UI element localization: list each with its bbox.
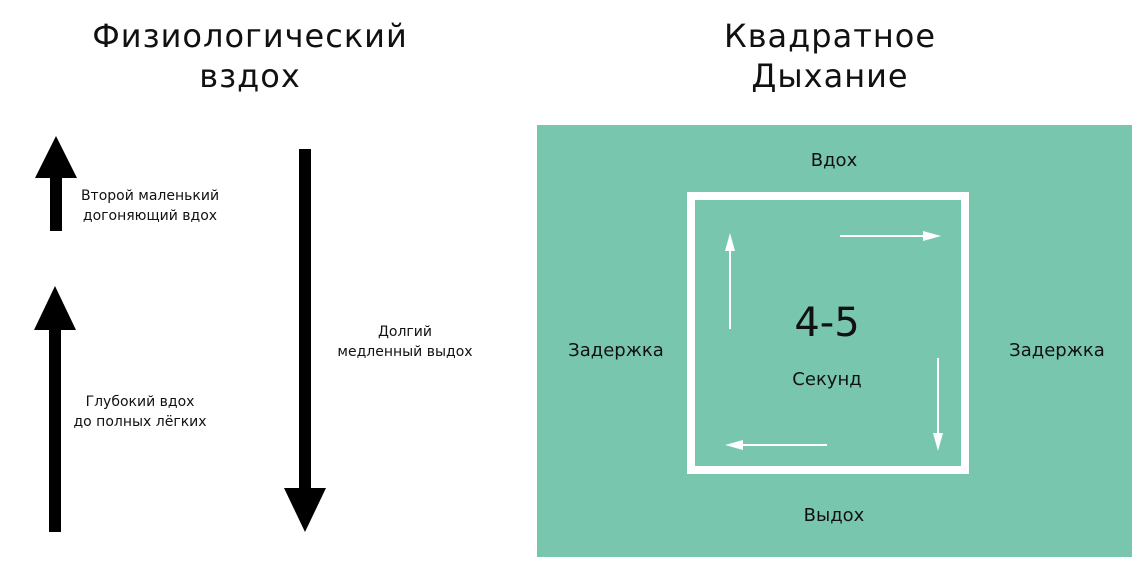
exhale-label: Выдох (803, 505, 865, 526)
hold-label-left: Задержка (568, 340, 664, 361)
deep-inhale-up-arrow-icon (34, 286, 76, 532)
box-breathing-title-line1: Квадратное (723, 17, 937, 55)
inhale-label: Вдох (810, 150, 858, 171)
long-exhale-label-line1: Долгий (377, 324, 432, 340)
up-arrow-icon (725, 233, 735, 329)
down-arrow-icon (933, 358, 943, 451)
deep-inhale-label: Глубокий вдох до полных лёгких (60, 392, 220, 432)
physiological-sigh-arrows (34, 136, 326, 532)
box-breathing-title-line2: Дыхание (751, 57, 909, 95)
second-inhale-up-arrow-icon (35, 136, 77, 231)
left-arrow-icon (725, 440, 827, 450)
seconds-unit-label: Секунд (792, 369, 862, 390)
box-breathing-panel: Вдох Выдох Задержка Задержка 4-5 Секунд (537, 125, 1132, 557)
hold-label-right: Задержка (1009, 340, 1105, 361)
physiological-sigh-title-line2: вздох (199, 57, 301, 95)
box-breathing-arrows (725, 231, 943, 451)
physiological-sigh-title-line1: Физиологический (92, 17, 408, 55)
long-exhale-label: Долгий медленный выдох (320, 322, 490, 362)
deep-inhale-label-line1: Глубокий вдох (85, 394, 195, 410)
long-exhale-down-arrow-icon (284, 149, 326, 532)
deep-inhale-label-line2: до полных лёгких (73, 414, 207, 430)
second-inhale-label-line1: Второй маленький (80, 188, 220, 204)
second-inhale-label-line2: догоняющий вдох (82, 208, 218, 224)
physiological-sigh-title: Физиологический вздох (60, 16, 440, 96)
second-inhale-label: Второй маленький догоняющий вдох (70, 186, 230, 226)
breathing-square (687, 192, 969, 474)
box-breathing-title: Квадратное Дыхание (640, 16, 1020, 96)
long-exhale-label-line2: медленный выдох (337, 344, 473, 360)
right-arrow-icon (840, 231, 941, 241)
seconds-count: 4-5 (794, 300, 860, 346)
